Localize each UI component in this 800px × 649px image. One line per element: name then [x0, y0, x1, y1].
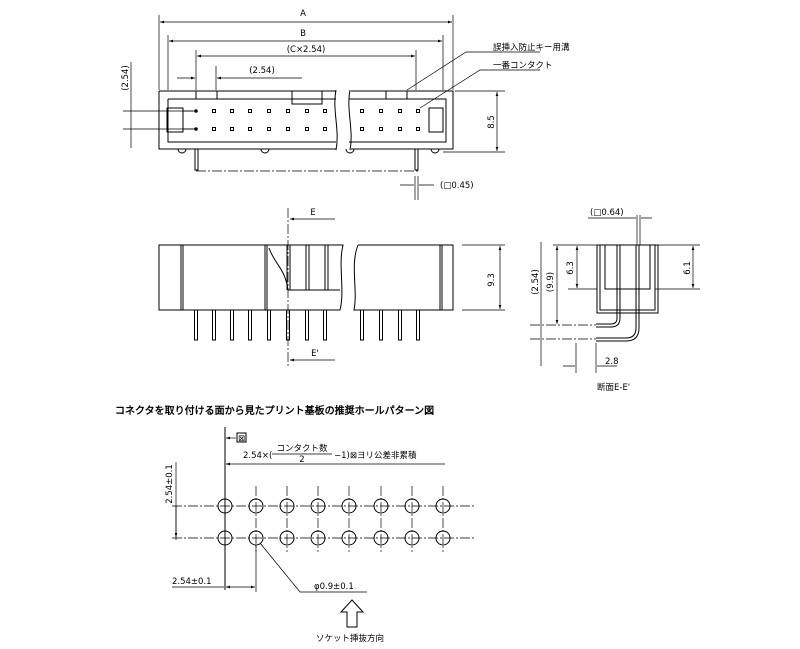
pin — [212, 309, 216, 341]
dim-pitch: (2.54) — [249, 66, 275, 76]
contact — [416, 127, 420, 131]
dim-col-spacing: 2.54±0.1 — [172, 577, 212, 587]
key-slot-left — [195, 90, 218, 100]
formula-prefix: 2.54×( — [243, 451, 272, 461]
contact — [267, 109, 271, 113]
contact — [416, 109, 420, 113]
key-slot-right — [385, 90, 408, 100]
section-mark-bottom: E' — [311, 349, 319, 359]
housing-outline — [158, 90, 454, 150]
section-label: 断面E-E' — [597, 382, 630, 393]
callout-key-slot: 誤挿入防止キー用溝 — [493, 42, 570, 53]
contact — [305, 109, 309, 113]
dim-c: (C×2.54) — [287, 45, 326, 55]
pin — [398, 309, 402, 341]
contact — [379, 127, 383, 131]
contact — [360, 109, 364, 113]
pins — [194, 149, 419, 171]
right-key-block — [428, 107, 444, 133]
contact — [398, 109, 402, 113]
contact — [267, 127, 271, 131]
dim-row-pitch: (2.54) — [121, 65, 131, 91]
front-view: E E' 9.3 — [158, 208, 505, 368]
key-tab — [291, 90, 323, 105]
dim-a: A — [300, 9, 306, 19]
top-view: A B (C×2.54) (2.54) (2.54) 8.5 (□0.45) 誤… — [121, 9, 570, 200]
contact — [230, 109, 234, 113]
contact — [286, 109, 290, 113]
tolerance-box: ⊠ — [238, 434, 245, 444]
pin — [360, 309, 364, 341]
dim-row-spacing: 2.54±0.1 — [165, 464, 175, 504]
left-key-block — [166, 107, 184, 133]
pin — [194, 309, 198, 341]
front-dim-height: 9.3 — [487, 273, 497, 287]
formula-numerator: コンタクト数 — [276, 443, 328, 454]
section-dim-254: (2.54) — [531, 269, 541, 295]
dim-b: B — [300, 29, 306, 39]
pin — [248, 309, 252, 341]
hole-pattern-title: コネクタを取り付ける面から見たプリント基板の推奨ホールパターン図 — [115, 404, 434, 417]
dim-hole-diameter: φ0.9±0.1 — [314, 582, 354, 592]
contact — [212, 109, 216, 113]
hole-pattern: コネクタを取り付ける面から見たプリント基板の推奨ホールパターン図 ⊠ 2.54×… — [115, 404, 475, 644]
pin — [323, 309, 327, 341]
dim-pin: (□0.45) — [440, 181, 474, 191]
formula-denominator: 2 — [299, 455, 304, 465]
contact — [323, 127, 327, 131]
callout-first-contact: 一番コンタクト — [493, 60, 553, 71]
pin — [267, 309, 271, 341]
pin — [379, 309, 383, 341]
housing-inner — [167, 98, 447, 143]
formula-suffix: −1)⊠ヨリ公差非累積 — [334, 450, 417, 461]
section-mark-top: E — [310, 208, 315, 218]
contact — [305, 127, 309, 131]
section-dim-pin: (□0.64) — [590, 208, 624, 218]
contact — [360, 127, 364, 131]
section-dim-63: 6.3 — [566, 261, 576, 275]
contact — [286, 127, 290, 131]
insertion-arrow-icon — [339, 599, 365, 628]
contact — [248, 109, 252, 113]
insertion-direction-label: ソケット挿抜方向 — [316, 633, 384, 644]
section-dim-61: 6.1 — [683, 261, 693, 275]
section-dim-28: 2.8 — [605, 357, 619, 367]
section-view: (□0.64) (2.54) (9.9) 6.3 6.1 2.8 断面E-E' — [530, 208, 700, 393]
contact — [398, 127, 402, 131]
contact — [248, 127, 252, 131]
section-dim-99: (9.9) — [546, 272, 556, 292]
contact — [379, 109, 383, 113]
pin — [416, 309, 420, 341]
contact — [323, 109, 327, 113]
pin — [230, 309, 234, 341]
contact — [212, 127, 216, 131]
break-lines — [334, 89, 352, 151]
dim-height: 8.5 — [487, 115, 497, 129]
contact — [230, 127, 234, 131]
pin — [305, 309, 309, 341]
